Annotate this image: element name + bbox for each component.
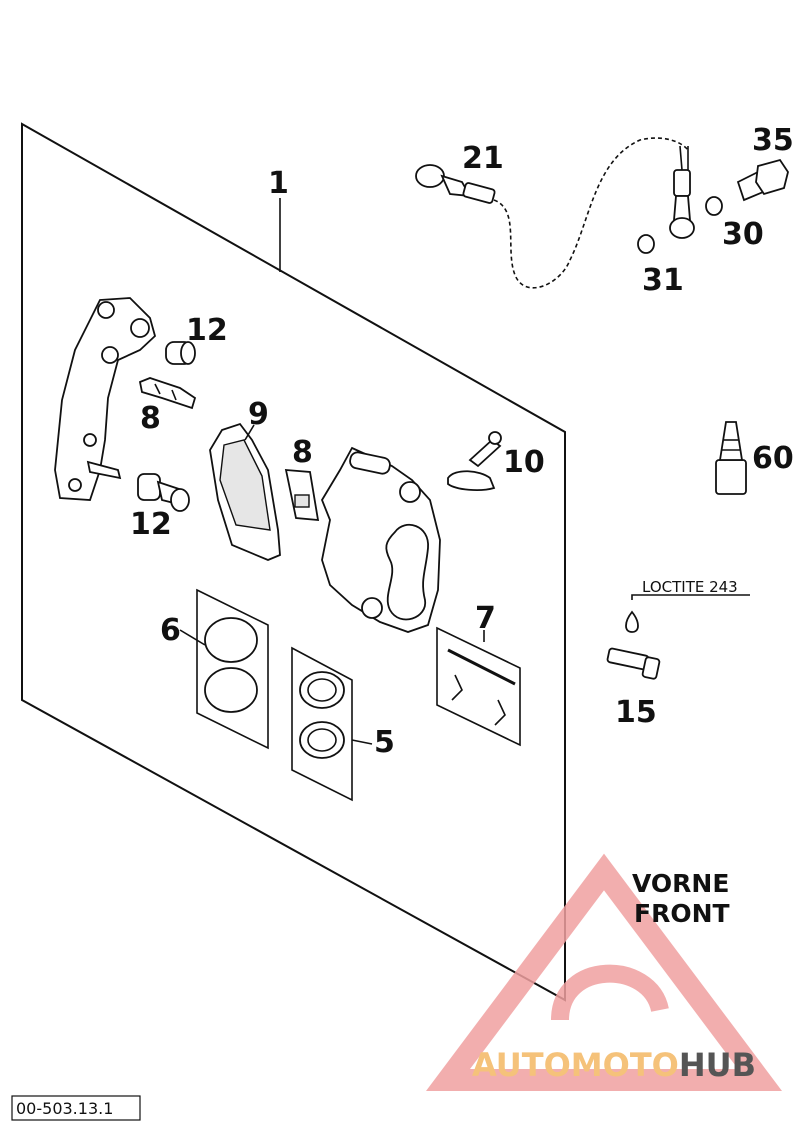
label-5: 5 [374, 725, 395, 760]
piston-set [196, 588, 269, 750]
watermark-part1: AUTOMOTO [472, 1046, 679, 1084]
direction-vorne: VORNE [632, 869, 729, 898]
label-12-bottom: 12 [130, 507, 172, 542]
label-12-top: 12 [186, 313, 228, 348]
diagram-code: 00-503.13.1 [16, 1099, 113, 1118]
pad-spring-right [284, 469, 320, 522]
label-8-left: 8 [140, 401, 161, 436]
label-9: 9 [248, 397, 269, 432]
brake-pad [209, 422, 281, 561]
washer-30 [705, 196, 723, 216]
label-21: 21 [462, 141, 504, 176]
caliper-body [320, 446, 441, 633]
direction-front: FRONT [634, 899, 730, 928]
loctite-bottle [715, 421, 747, 495]
label-7: 7 [475, 601, 496, 636]
assembly-panel [21, 122, 566, 1002]
label-1: 1 [268, 166, 289, 201]
guide-bolt [137, 473, 190, 512]
label-30: 30 [722, 217, 764, 252]
label-35: 35 [752, 123, 794, 158]
mounting-bolt [606, 594, 750, 680]
pad-spring-left [138, 377, 197, 410]
bushing-top [165, 341, 196, 365]
pin-set [436, 626, 521, 747]
washer-31 [637, 234, 655, 254]
label-31: 31 [642, 263, 684, 298]
label-6: 6 [160, 613, 181, 648]
label-8-right: 8 [292, 435, 313, 470]
bleed-screw [447, 431, 502, 491]
seal-set [291, 646, 353, 802]
banjo-bolt [736, 158, 789, 202]
watermark-logo [426, 853, 782, 1091]
label-15: 15 [615, 695, 657, 730]
caliper-bracket [54, 297, 157, 501]
brake-line [415, 137, 695, 289]
loctite-label: LOCTITE 243 [642, 578, 738, 596]
watermark-part2: HUB [679, 1046, 756, 1084]
label-60: 60 [752, 441, 794, 476]
watermark-text: AUTOMOTOHUB [472, 1046, 756, 1084]
label-10: 10 [503, 445, 545, 480]
code-box [11, 1095, 141, 1121]
